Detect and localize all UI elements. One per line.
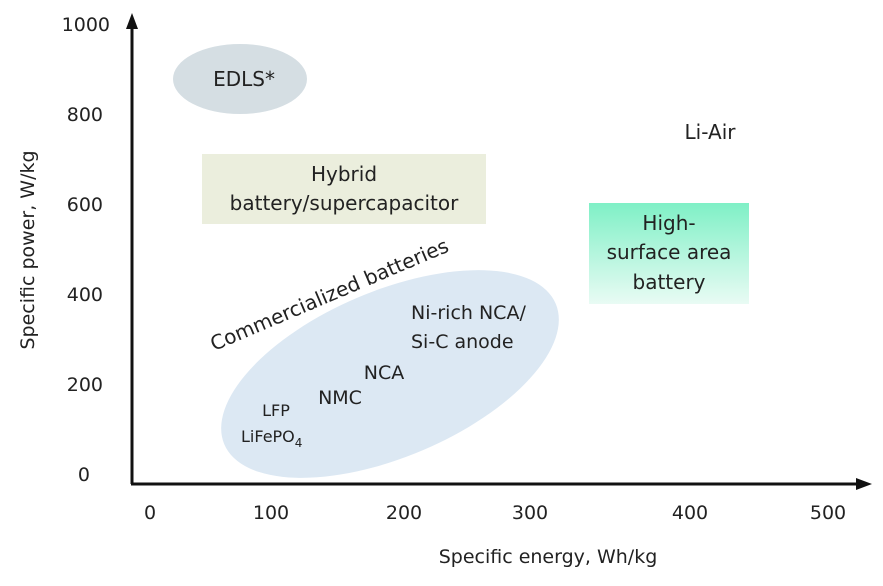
y-tick-200: 200 [67, 374, 103, 396]
edls-region [173, 44, 307, 114]
x-axis-arrow [856, 478, 872, 490]
li-air-label: Li-Air [685, 120, 737, 144]
x-axis-title: Specific energy, Wh/kg [439, 546, 658, 568]
ni-rich-label-line1: Ni-rich NCA/ [411, 302, 526, 324]
high-surface-label-line1: High- [642, 211, 695, 235]
lifepo4-main: LiFePO [241, 427, 295, 446]
x-tick-500: 500 [810, 502, 846, 524]
lifepo4-label: LiFePO4 [241, 427, 302, 450]
x-tick-100: 100 [253, 502, 289, 524]
ni-rich-label-line2: Si-C anode [411, 331, 514, 353]
hybrid-label-line2: battery/supercapacitor [230, 191, 459, 215]
high-surface-region [589, 203, 749, 304]
x-tick-0: 0 [144, 502, 156, 524]
commercialized-region [221, 270, 559, 478]
nca-label: NCA [364, 362, 404, 384]
hybrid-region [202, 154, 486, 224]
y-tick-0: 0 [78, 464, 90, 486]
lifepo4-subscript: 4 [295, 436, 303, 450]
y-axis-title: Specific power, W/kg [17, 150, 39, 349]
y-tick-1000: 1000 [62, 14, 110, 36]
hybrid-label-line1: Hybrid [311, 162, 377, 186]
y-axis-arrow [126, 13, 138, 29]
y-tick-600: 600 [67, 194, 103, 216]
high-surface-label-line2: surface area [607, 240, 732, 264]
lfp-label: LFP [262, 401, 290, 420]
y-tick-400: 400 [67, 284, 103, 306]
x-tick-300: 300 [512, 502, 548, 524]
x-tick-400: 400 [672, 502, 708, 524]
edls-label: EDLS* [213, 67, 275, 91]
x-tick-200: 200 [386, 502, 422, 524]
high-surface-label-line3: battery [633, 270, 706, 294]
y-tick-800: 800 [67, 104, 103, 126]
nmc-label: NMC [318, 387, 362, 409]
